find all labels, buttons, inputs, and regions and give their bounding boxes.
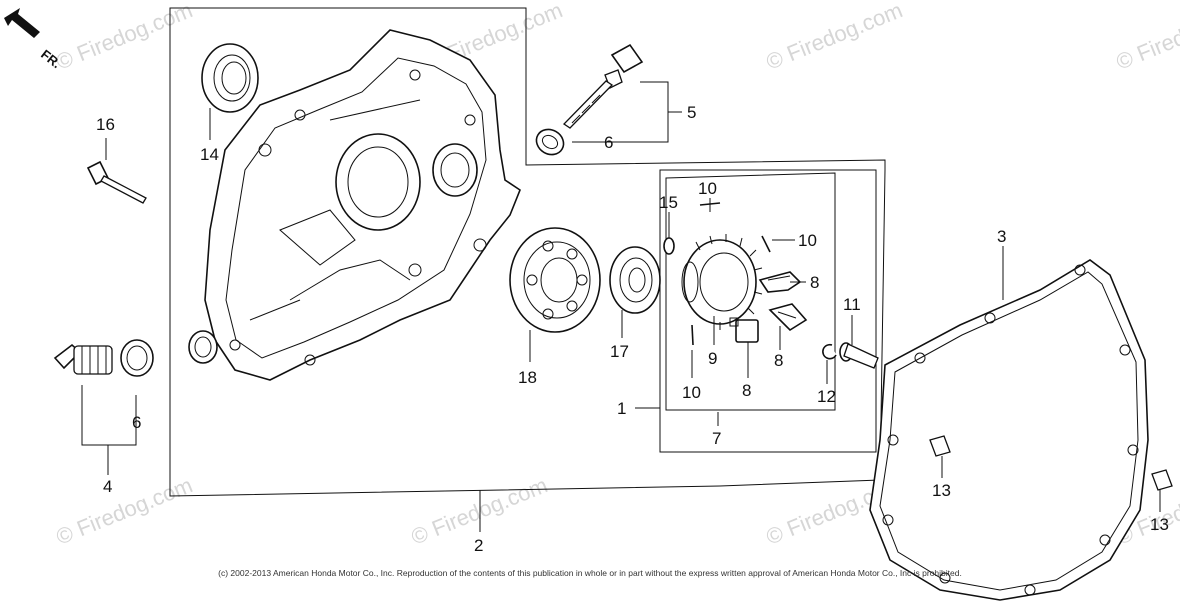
callout-6-upper: 6 — [604, 133, 613, 152]
callout-6-lower: 6 — [132, 413, 141, 432]
governor-slider — [758, 271, 802, 293]
clip — [822, 343, 837, 360]
callout-2: 2 — [474, 536, 483, 555]
watermark-5: © Firedog.com — [53, 472, 196, 549]
front-direction-indicator: FR. — [4, 8, 64, 71]
callout-4: 4 — [103, 477, 112, 496]
dowel-pin-1 — [929, 435, 951, 457]
copyright-notice: (c) 2002-2013 American Honda Motor Co., … — [218, 568, 962, 578]
pin-10-right — [761, 235, 771, 253]
governor-shaft — [839, 342, 879, 369]
oil-dipstick — [562, 43, 644, 129]
thrust-washer — [663, 237, 675, 255]
pin-10-bottom — [691, 324, 694, 346]
callout-8-bottom: 8 — [774, 351, 783, 370]
callout-13-left: 13 — [932, 481, 951, 500]
assembly-outline-1 — [659, 169, 877, 453]
callout-3: 3 — [997, 227, 1006, 246]
callout-5: 5 — [687, 103, 696, 122]
callout-10-bottom: 10 — [682, 383, 701, 402]
callout-17: 17 — [610, 342, 629, 361]
front-arrow-icon — [4, 8, 40, 38]
watermark-4: © Firedog.com — [1113, 0, 1180, 75]
assembly-outline-2 — [169, 7, 886, 497]
dowel-pin-2 — [1151, 469, 1173, 491]
callout-18: 18 — [518, 368, 537, 387]
flange-bolt — [86, 138, 147, 204]
crankcase-cover — [188, 29, 521, 381]
callout-14: 14 — [200, 145, 219, 164]
watermark-1: © Firedog.com — [53, 0, 196, 75]
governor-gear — [681, 234, 763, 330]
callout-9: 9 — [708, 349, 717, 368]
callout-12: 12 — [817, 387, 836, 406]
drain-washer — [120, 339, 154, 377]
callout-labels: 16 14 4 6 5 6 15 10 10 8 8 8 9 10 11 12 … — [96, 103, 1169, 555]
callout-10-right: 10 — [798, 231, 817, 250]
callout-8-top: 8 — [810, 273, 819, 292]
callout-15: 15 — [659, 193, 678, 212]
callout-16: 16 — [96, 115, 115, 134]
assembly-outline-7 — [665, 172, 836, 411]
oil-seal — [201, 43, 259, 140]
governor-holder — [768, 303, 808, 332]
callout-13-right: 13 — [1150, 515, 1169, 534]
watermark-3: © Firedog.com — [763, 0, 906, 75]
governor-weight — [729, 317, 759, 343]
large-ball-bearing — [509, 227, 601, 333]
callout-1: 1 — [617, 399, 626, 418]
callout-11: 11 — [843, 295, 861, 314]
dipstick-o-ring — [535, 128, 565, 156]
callout-8-mid: 8 — [742, 381, 751, 400]
leader-4 — [81, 385, 137, 446]
callout-7: 7 — [712, 429, 721, 448]
drain-plug — [53, 343, 113, 375]
case-gasket — [869, 259, 1149, 601]
small-ball-bearing — [609, 246, 661, 314]
callout-10-top: 10 — [698, 179, 717, 198]
